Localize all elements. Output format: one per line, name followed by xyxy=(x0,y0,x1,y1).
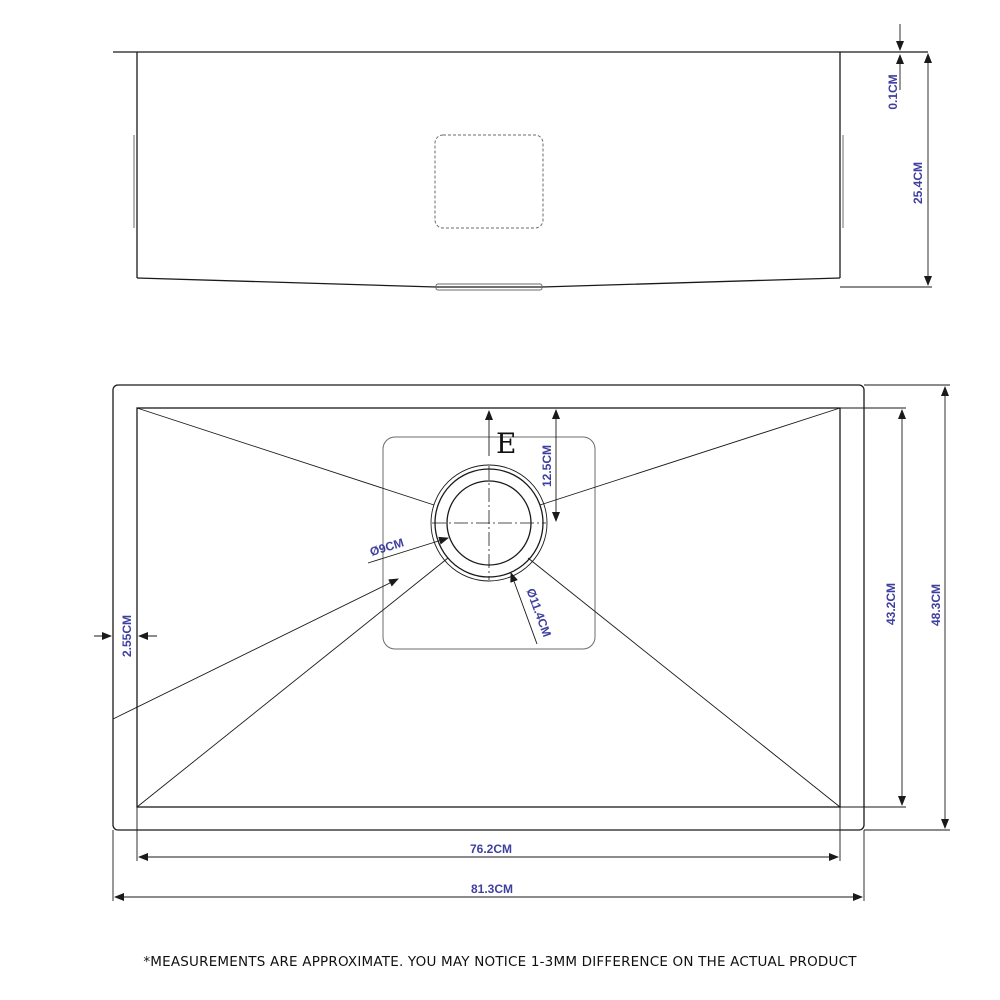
slope-line-top-right xyxy=(539,407,841,506)
drain-outer-ring xyxy=(430,464,548,582)
flange-leader xyxy=(112,578,399,720)
dim-outer-drain-label: Ø11.4CM xyxy=(524,586,554,638)
side-view: 25.4CM 0.1CM xyxy=(113,24,932,291)
dim-outer-width-label: 81.3CM xyxy=(471,882,513,896)
slope-line-top-left xyxy=(136,407,435,506)
top-view: E 12.5CM Ø9CM Ø11.4CM 2.55CM 43.2CM 48.3… xyxy=(94,384,950,901)
outer-flange xyxy=(112,384,865,831)
inner-basin xyxy=(136,407,841,808)
slope-line-bottom-right xyxy=(527,557,841,808)
drain-hidden-outline xyxy=(434,134,544,229)
dim-inner-drain-label: Ø9CM xyxy=(368,535,405,559)
dim-inner-depth-label: 43.2CM xyxy=(884,583,898,625)
section-letter: E xyxy=(496,427,516,460)
side-bottom-slope xyxy=(136,277,841,288)
outer-drain-leader xyxy=(510,572,538,645)
dim-outer-depth-label: 48.3CM xyxy=(929,584,943,626)
dim-inner-width-label: 76.2CM xyxy=(470,842,512,856)
inner-drain-leader xyxy=(367,536,449,564)
dim-drain-offset-label: 12.5CM xyxy=(540,445,554,487)
dim-rim-label: 0.1CM xyxy=(886,74,900,109)
dim-flange-label: 2.55CM xyxy=(120,615,134,657)
dim-depth-label: 25.4CM xyxy=(911,162,925,204)
slope-line-bottom-left xyxy=(136,557,449,808)
drain-outlet-side xyxy=(435,283,543,291)
measurement-footnote: *MEASUREMENTS ARE APPROXIMATE. YOU MAY N… xyxy=(143,954,857,970)
